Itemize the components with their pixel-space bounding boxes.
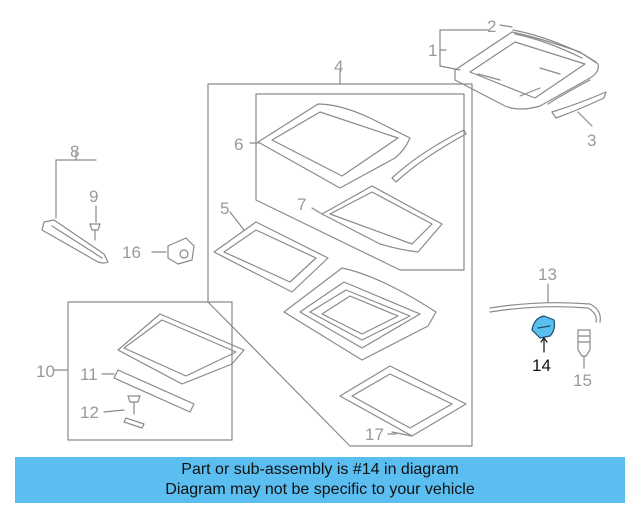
leaders-1-2-3 [439,24,593,127]
grommet-part-15 [577,329,591,369]
side-rail-part-8 [41,151,109,264]
sunroof-frame [283,267,437,361]
banner-line-part-number: Part or sub-assembly is #14 in diagram [181,461,459,478]
rail-frame-part-17 [339,365,467,437]
screw-part-9 [89,205,101,241]
callout-2: 2 [487,17,496,36]
callout-9: 9 [89,187,98,206]
callout-13: 13 [538,265,557,284]
callout-17: 17 [365,425,384,444]
panel-part-7 [311,185,443,253]
callout-16: 16 [122,243,141,262]
glass-seal-strip-part-2 [512,29,597,63]
banner-line-disclaimer: Diagram may not be specific to your vehi… [165,481,475,498]
callout-14: 14 [532,356,551,375]
deflector-strip-part-3 [551,91,607,119]
callout-10: 10 [36,362,55,381]
shade-box-part-10 [53,301,245,441]
callout-15: 15 [573,371,592,390]
glass-panel-part-1 [454,31,599,110]
shade-bar-part-11 [101,369,195,413]
callout-7: 7 [297,195,306,214]
callout-1: 1 [428,41,437,60]
callout-5: 5 [220,199,229,218]
callout-11: 11 [80,365,98,384]
callout-6: 6 [234,135,243,154]
trim-strip [391,129,467,183]
clip-part-14-highlighted [531,315,556,353]
drain-hose-part-13 [489,283,601,323]
clip-part-16 [151,237,195,265]
info-banner: Part or sub-assembly is #14 in diagram D… [15,457,625,503]
callout-12: 12 [80,403,99,422]
callout-3: 3 [587,131,596,150]
callout-4: 4 [334,57,343,76]
panel-part-6 [249,103,411,189]
bolt-part-12 [103,395,145,429]
panel-part-5 [213,211,329,293]
callout-8: 8 [70,142,79,161]
assembly-frame-part-4 [207,69,473,447]
